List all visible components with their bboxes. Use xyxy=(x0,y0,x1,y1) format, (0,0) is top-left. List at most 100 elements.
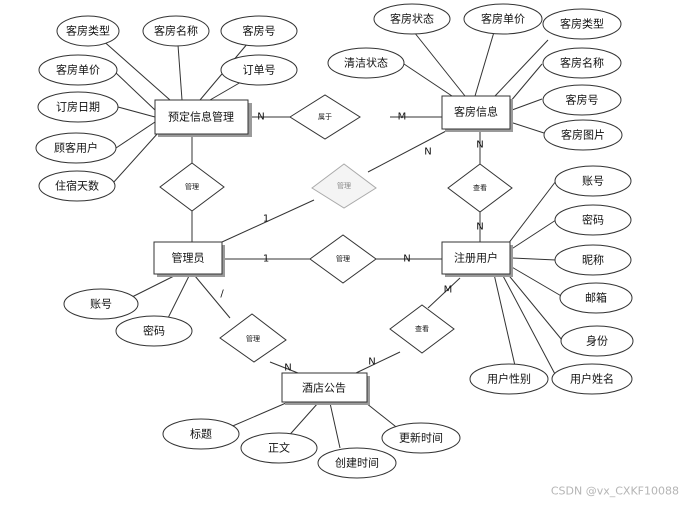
attr-notice-updated: 更新时间 xyxy=(381,422,461,454)
attr-admin-password: 密码 xyxy=(115,315,193,347)
attr-notice-title: 标题 xyxy=(162,418,240,450)
svg-text:客房名称: 客房名称 xyxy=(154,24,198,38)
connector-lines xyxy=(99,31,564,449)
svg-text:账号: 账号 xyxy=(90,298,112,311)
entity-user: 注册用户 xyxy=(441,241,513,277)
attr-booking-room-name: 客房名称 xyxy=(142,15,210,47)
card-room-from-admin: N xyxy=(424,147,431,158)
relation-manage-user: 管理 xyxy=(309,234,377,284)
card-room-view: N xyxy=(476,140,483,151)
room-attributes: 客房状态 客房单价 客房类型 清洁状态 客房名称 客房号 客房图片 xyxy=(327,3,623,151)
svg-text:客房类型: 客房类型 xyxy=(560,17,604,31)
card-admin-room: 1 xyxy=(263,214,269,225)
watermark: CSDN @vx_CXKF10088 xyxy=(551,485,679,498)
entity-admin-label: 管理员 xyxy=(172,251,205,265)
attr-admin-account: 账号 xyxy=(63,288,139,320)
attr-user-account: 账号 xyxy=(554,165,632,197)
card-admin-notice: / xyxy=(220,289,224,300)
relation-belongs: 属于 xyxy=(289,94,361,140)
svg-text:更新时间: 更新时间 xyxy=(399,431,443,445)
svg-text:客房状态: 客房状态 xyxy=(390,12,434,26)
svg-text:住宿天数: 住宿天数 xyxy=(55,179,99,193)
svg-text:密码: 密码 xyxy=(143,324,165,338)
svg-text:正文: 正文 xyxy=(268,441,290,455)
cardinality-labels: N M 1 N N N 1 N / N N M xyxy=(220,112,483,374)
entity-user-label: 注册用户 xyxy=(454,251,498,265)
attr-booking-room-type: 客房类型 xyxy=(56,15,120,47)
svg-text:邮箱: 邮箱 xyxy=(585,291,607,305)
card-view-user: N xyxy=(476,222,483,233)
attr-booking-customer: 顾客用户 xyxy=(35,132,117,164)
entity-notice-label: 酒店公告 xyxy=(302,381,346,395)
notice-attributes: 标题 正文 创建时间 更新时间 xyxy=(162,418,461,479)
svg-text:标题: 标题 xyxy=(190,427,212,441)
attr-booking-date: 订房日期 xyxy=(37,91,119,123)
attr-user-role: 身份 xyxy=(560,325,634,357)
attr-room-price: 客房单价 xyxy=(463,3,543,35)
attr-room-image: 客房图片 xyxy=(543,119,623,151)
attr-notice-created: 创建时间 xyxy=(317,447,397,479)
entity-room: 客房信息 xyxy=(441,95,513,132)
entity-notice: 酒店公告 xyxy=(281,372,370,405)
svg-text:客房号: 客房号 xyxy=(566,93,599,107)
admin-attributes: 账号 密码 xyxy=(63,288,193,347)
svg-text:顾客用户: 顾客用户 xyxy=(54,141,98,155)
svg-text:用户姓名: 用户姓名 xyxy=(570,372,614,386)
svg-text:客房类型: 客房类型 xyxy=(66,24,110,38)
attr-room-no: 客房号 xyxy=(542,84,622,116)
svg-text:管理: 管理 xyxy=(185,182,199,191)
relation-view-room: 查看 xyxy=(447,163,513,213)
svg-text:属于: 属于 xyxy=(318,113,332,121)
svg-text:查看: 查看 xyxy=(473,183,487,192)
entity-booking-label: 预定信息管理 xyxy=(168,110,234,124)
svg-text:用户性别: 用户性别 xyxy=(487,372,531,386)
card-admin-user: 1 xyxy=(263,254,269,265)
relation-manage-room: 管理 xyxy=(311,163,377,209)
svg-text:客房图片: 客房图片 xyxy=(561,128,605,142)
svg-text:客房名称: 客房名称 xyxy=(560,56,604,70)
svg-text:密码: 密码 xyxy=(582,213,604,227)
svg-text:管理: 管理 xyxy=(337,181,351,190)
svg-text:管理: 管理 xyxy=(336,254,350,263)
svg-text:创建时间: 创建时间 xyxy=(335,456,379,470)
attr-room-name: 客房名称 xyxy=(542,47,622,79)
attr-booking-nights: 住宿天数 xyxy=(38,170,116,202)
svg-text:客房单价: 客房单价 xyxy=(481,12,525,26)
entity-booking: 预定信息管理 xyxy=(154,99,252,137)
entity-room-label: 客房信息 xyxy=(454,105,498,119)
svg-text:客房单价: 客房单价 xyxy=(56,63,100,77)
attr-room-status: 客房状态 xyxy=(373,3,451,35)
attr-booking-price: 客房单价 xyxy=(38,54,118,86)
card-booking-belongs: N xyxy=(257,112,264,123)
svg-text:身份: 身份 xyxy=(586,334,608,348)
relation-manage-notice: 管理 xyxy=(219,313,287,363)
svg-text:账号: 账号 xyxy=(582,175,604,188)
svg-text:客房号: 客房号 xyxy=(243,24,276,38)
attr-user-gender: 用户性别 xyxy=(469,363,549,395)
attr-booking-room-no: 客房号 xyxy=(220,15,298,47)
svg-text:昵称: 昵称 xyxy=(582,253,604,267)
booking-attributes: 客房类型 客房名称 客房号 订单号 客房单价 订房日期 顾客用户 住宿天数 xyxy=(35,15,298,202)
card-notice-from-user: N xyxy=(368,357,375,368)
attr-room-type: 客房类型 xyxy=(542,8,622,40)
relation-view-notice: 查看 xyxy=(389,304,455,354)
card-user-from-admin: N xyxy=(403,254,410,265)
attr-user-nickname: 昵称 xyxy=(554,244,632,276)
card-user-view-notice: M xyxy=(444,285,453,296)
card-notice-from-admin: N xyxy=(284,363,291,374)
user-attributes: 账号 密码 昵称 邮箱 身份 用户姓名 用户性别 xyxy=(469,165,634,395)
attr-user-fullname: 用户姓名 xyxy=(551,363,633,395)
svg-text:订单号: 订单号 xyxy=(243,64,276,77)
attr-booking-order-no: 订单号 xyxy=(220,54,298,86)
attr-user-password: 密码 xyxy=(554,204,632,236)
svg-text:查看: 查看 xyxy=(415,324,429,333)
entity-admin: 管理员 xyxy=(153,241,225,277)
svg-text:管理: 管理 xyxy=(246,334,260,343)
attr-room-clean-status: 清洁状态 xyxy=(327,47,405,79)
svg-text:订房日期: 订房日期 xyxy=(56,101,100,114)
attr-user-email: 邮箱 xyxy=(559,282,633,314)
relation-manage-booking: 管理 xyxy=(159,162,225,212)
attr-notice-body: 正文 xyxy=(240,432,318,464)
svg-text:清洁状态: 清洁状态 xyxy=(344,56,388,70)
